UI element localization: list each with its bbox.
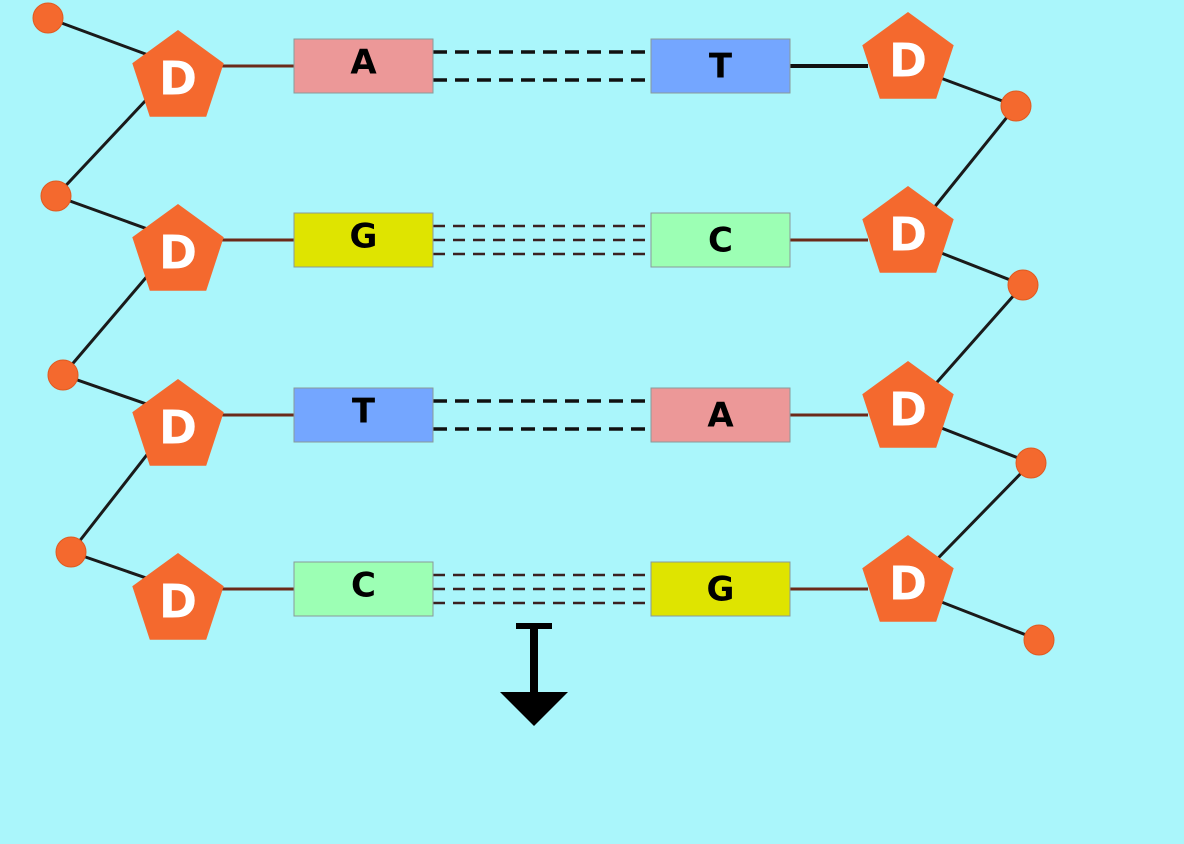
- base-T: T: [293, 387, 434, 443]
- sugar-pentagon: [132, 30, 224, 117]
- phosphate-icon: [1023, 624, 1055, 656]
- sugar-layer: D D D D D D D D: [132, 12, 954, 640]
- base-C: C: [293, 561, 434, 617]
- deoxyribose-sugar-icon: D: [132, 379, 224, 466]
- phosphate-icon: [40, 180, 72, 212]
- base-label: A: [350, 43, 377, 83]
- deoxyribose-sugar-icon: D: [862, 361, 954, 448]
- base-box: [650, 387, 791, 443]
- deoxyribose-sugar-icon: D: [132, 204, 224, 291]
- base-A: A: [293, 38, 434, 94]
- base-G: G: [650, 561, 791, 617]
- sugar-label: D: [889, 34, 927, 88]
- sugar-label: D: [889, 208, 927, 262]
- base-label: C: [351, 566, 376, 606]
- sugar-pentagon: [862, 361, 954, 448]
- deoxyribose-sugar-icon: D: [862, 535, 954, 622]
- base-box: [293, 561, 434, 617]
- sugar-pentagon: [862, 186, 954, 273]
- phosphate-icon: [1015, 447, 1047, 479]
- sugar-label: D: [159, 575, 197, 629]
- base-box: [650, 212, 791, 268]
- hydrogen-bond-layer: [433, 50, 651, 605]
- sugar-label: D: [159, 52, 197, 106]
- base-box: [650, 38, 791, 94]
- sugar-label: D: [159, 226, 197, 280]
- phosphate-icon: [47, 359, 79, 391]
- sugar-label: D: [889, 383, 927, 437]
- sugar-pentagon: [862, 535, 954, 622]
- deoxyribose-sugar-icon: D: [862, 186, 954, 273]
- base-label: A: [707, 396, 734, 436]
- base-box: [293, 212, 434, 268]
- sugar-pentagon: [132, 379, 224, 466]
- base-label: T: [709, 47, 733, 87]
- base-A: A: [650, 387, 791, 443]
- deoxyribose-sugar-icon: D: [132, 30, 224, 117]
- sugar-pentagon: [132, 204, 224, 291]
- arrow-down-icon: [500, 623, 568, 726]
- base-label: C: [708, 221, 733, 261]
- base-label: T: [352, 392, 376, 432]
- base-T: T: [650, 38, 791, 94]
- deoxyribose-sugar-icon: D: [132, 553, 224, 640]
- base-box: [650, 561, 791, 617]
- phosphate-icon: [1000, 90, 1032, 122]
- base-layer: A T G C T A C G: [293, 38, 791, 617]
- sugar-label: D: [159, 401, 197, 455]
- sugar-label: D: [889, 557, 927, 611]
- base-label: G: [350, 217, 378, 257]
- phosphate-icon: [55, 536, 87, 568]
- sugar-pentagon: [862, 12, 954, 99]
- base-label: G: [707, 570, 735, 610]
- base-G: G: [293, 212, 434, 268]
- base-box: [293, 38, 434, 94]
- phosphate-icon: [1007, 269, 1039, 301]
- sugar-pentagon: [132, 553, 224, 640]
- deoxyribose-sugar-icon: D: [862, 12, 954, 99]
- base-C: C: [650, 212, 791, 268]
- base-box: [293, 387, 434, 443]
- phosphate-icon: [32, 2, 64, 34]
- phosphate-layer: [32, 2, 1055, 656]
